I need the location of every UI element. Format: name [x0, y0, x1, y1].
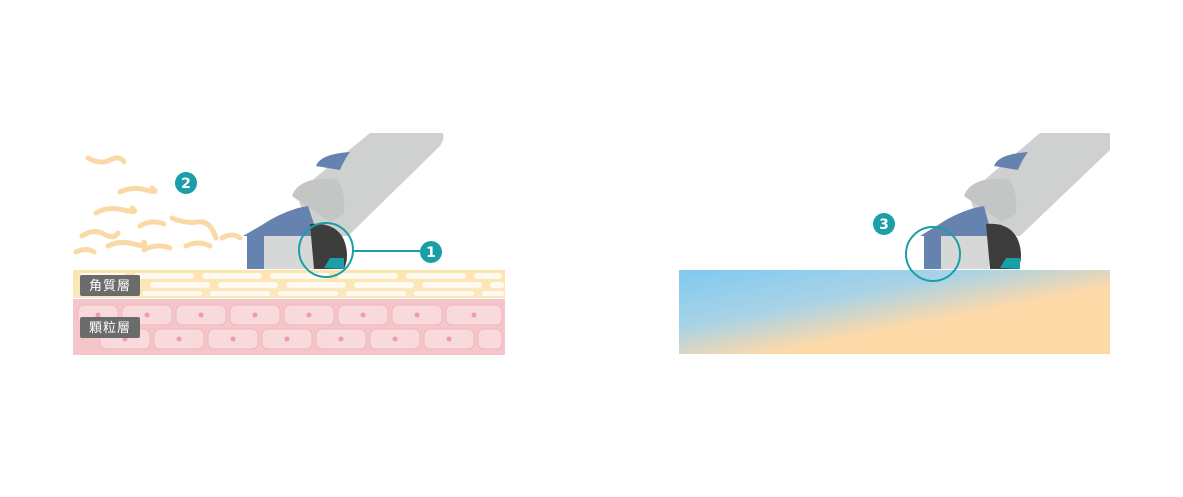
device-roller-teal — [324, 258, 344, 269]
cell-nucleus — [306, 312, 312, 318]
flake — [85, 155, 127, 165]
label-stratum-corneum: 角質層 — [80, 275, 140, 296]
marker-1-badge — [420, 241, 442, 263]
cell-nucleus — [176, 336, 182, 342]
corneum-cell — [354, 282, 414, 288]
corneum-cell — [338, 273, 398, 279]
peeling-device-left — [243, 133, 444, 269]
corneum-cell — [150, 282, 210, 288]
device-foot-blue — [247, 236, 264, 269]
peeling-device-right — [920, 133, 1110, 269]
cell-nucleus — [392, 336, 398, 342]
corneum-cell — [422, 282, 482, 288]
corneum-cell — [286, 282, 346, 288]
flake — [137, 219, 167, 229]
smooth-skin-block — [679, 270, 1110, 354]
corneum-cell — [346, 291, 406, 296]
label-stratum-corneum-text: 角質層 — [89, 279, 131, 294]
flake — [93, 205, 138, 216]
device-blue-tab — [316, 152, 350, 170]
marker-3-badge — [873, 213, 895, 235]
marker-3-text: 3 — [879, 217, 889, 233]
corneum-cell — [482, 291, 504, 296]
device-foot-grey — [941, 236, 989, 269]
corneum-cell — [490, 282, 504, 288]
left-panel: 角質層 顆粒層 1 2 — [73, 133, 505, 355]
cell-nucleus — [284, 336, 290, 342]
device-handle-fold — [292, 178, 345, 222]
granular-cell — [477, 328, 503, 350]
marker-2-badge — [175, 172, 197, 194]
flake — [73, 247, 97, 255]
flake — [117, 185, 158, 195]
device-foot-grey — [264, 236, 314, 269]
device-blue-roof — [243, 206, 318, 236]
stratum-corneum — [73, 270, 505, 298]
flake — [219, 232, 243, 241]
granular-nuclei — [95, 312, 477, 342]
granular-layer — [73, 299, 505, 355]
device-roller-teal — [1000, 258, 1020, 269]
flake — [141, 243, 173, 253]
cell-nucleus — [230, 336, 236, 342]
corneum-cell — [134, 273, 194, 279]
skin-flakes — [73, 155, 243, 255]
cell-nucleus — [471, 312, 477, 318]
corneum-cell — [278, 291, 338, 296]
marker-1-text: 1 — [426, 245, 436, 261]
flake — [105, 239, 148, 249]
corneum-cell — [202, 273, 262, 279]
marker-2-text: 2 — [181, 176, 191, 192]
corneum-cell — [142, 291, 202, 296]
device-blue-tab — [994, 152, 1028, 170]
corneum-cell — [210, 291, 270, 296]
marker-1: 1 — [420, 241, 442, 263]
label-granular-layer-text: 顆粒層 — [89, 321, 131, 336]
corneum-cell — [218, 282, 278, 288]
device-roller-dark — [986, 223, 1021, 269]
device-foot-blue — [924, 236, 941, 269]
right-panel: 3 — [679, 133, 1110, 354]
corneum-cell — [406, 273, 466, 279]
device-blue-roof — [920, 206, 992, 236]
cell-nucleus — [95, 312, 101, 318]
flake — [79, 228, 121, 240]
marker-2: 2 — [175, 172, 197, 194]
highlight-circle-3 — [905, 226, 961, 282]
marker-3: 3 — [873, 213, 895, 235]
cell-nucleus — [414, 312, 420, 318]
cell-nucleus — [198, 312, 204, 318]
cell-nucleus — [338, 336, 344, 342]
cell-nucleus — [360, 312, 366, 318]
flake — [169, 215, 219, 241]
corneum-cells — [80, 273, 504, 296]
cell-nucleus — [144, 312, 150, 318]
device-roller-dark — [310, 223, 347, 269]
label-background — [80, 275, 140, 296]
label-background — [80, 317, 140, 338]
corneum-cell — [474, 273, 502, 279]
corneum-cell — [414, 291, 474, 296]
label-granular-layer: 顆粒層 — [80, 317, 140, 338]
device-handle-fold — [964, 178, 1017, 222]
cell-nucleus — [446, 336, 452, 342]
cell-nucleus — [252, 312, 258, 318]
flake — [183, 240, 213, 249]
